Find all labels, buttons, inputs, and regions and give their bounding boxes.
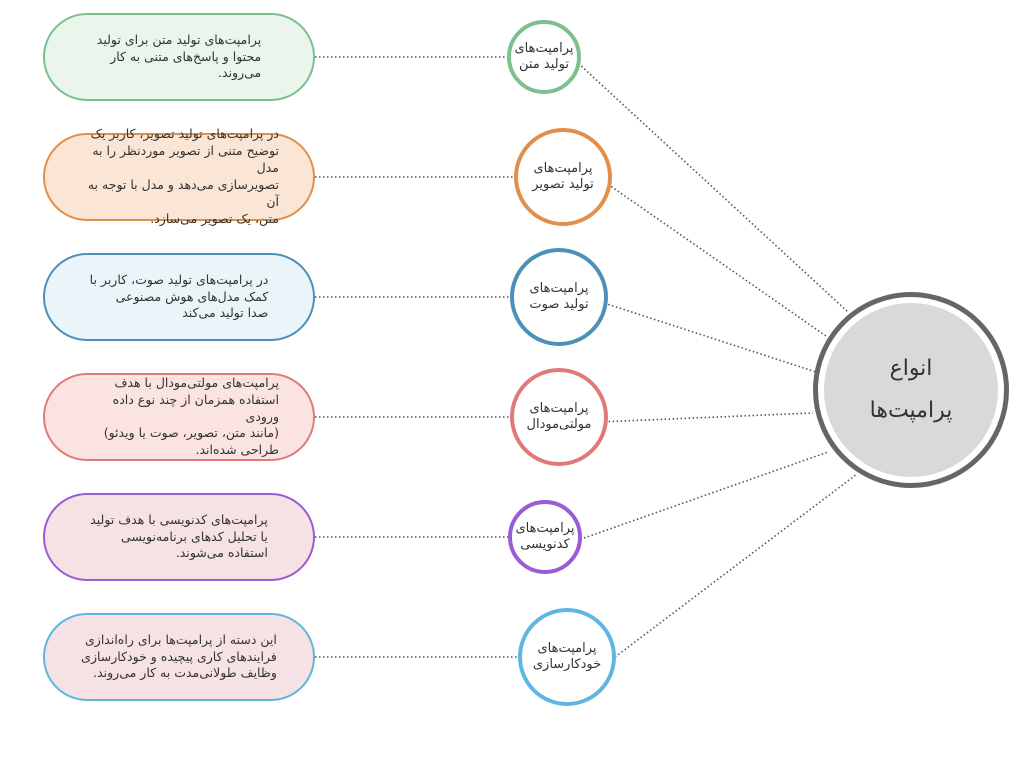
hub-connector-6 (608, 473, 858, 663)
hub-connector-2 (604, 181, 827, 337)
hub-label-line-2: پرامپت‌ها (869, 398, 953, 423)
hub-label: انواع پرامپت‌ها (824, 303, 998, 477)
hub-node: انواع پرامپت‌ها (813, 292, 1009, 488)
hub-connector-5 (576, 451, 829, 542)
hub-connector-3 (600, 301, 817, 373)
hub-label-line-1: انواع (889, 356, 933, 382)
hub-connector-4 (600, 412, 814, 423)
hub-connector-1 (574, 60, 849, 313)
